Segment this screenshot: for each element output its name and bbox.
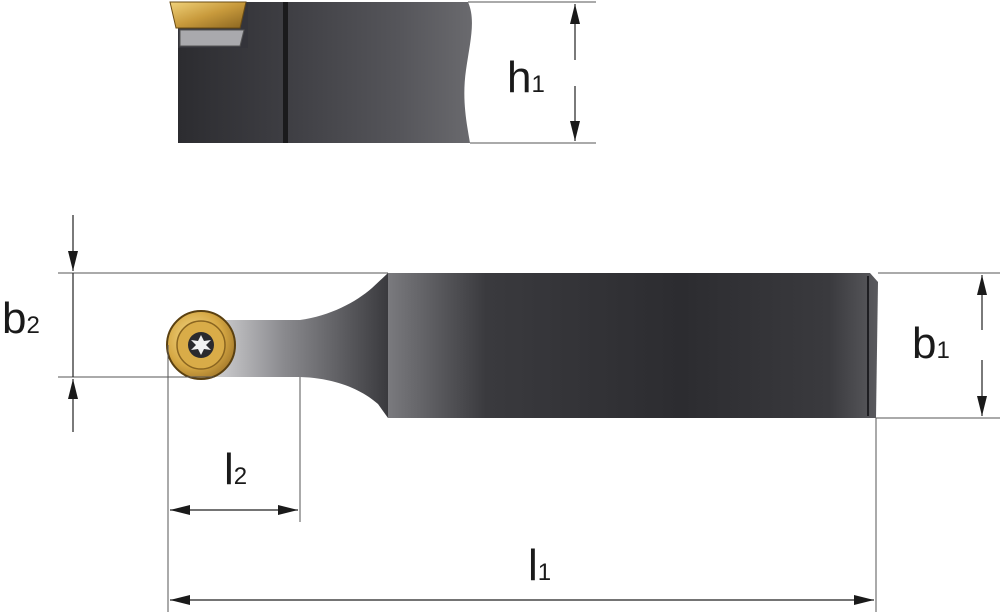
top-view-shank bbox=[388, 273, 878, 418]
b2-label: b2 bbox=[2, 294, 40, 343]
side-view-shank bbox=[178, 2, 472, 143]
side-view-insert bbox=[169, 1, 247, 29]
side-view-seat bbox=[179, 29, 245, 47]
top-view-neck bbox=[214, 273, 388, 418]
h1-label: h1 bbox=[507, 53, 545, 102]
l2-label: l2 bbox=[224, 445, 247, 494]
side-view-seam bbox=[283, 2, 288, 143]
side-view: h1 bbox=[169, 1, 596, 144]
b1-label: b1 bbox=[912, 319, 950, 368]
torx-screw-icon bbox=[188, 332, 214, 358]
l1-label: l1 bbox=[528, 541, 551, 590]
top-view: b2 b1 l2 l1 bbox=[2, 215, 1000, 612]
